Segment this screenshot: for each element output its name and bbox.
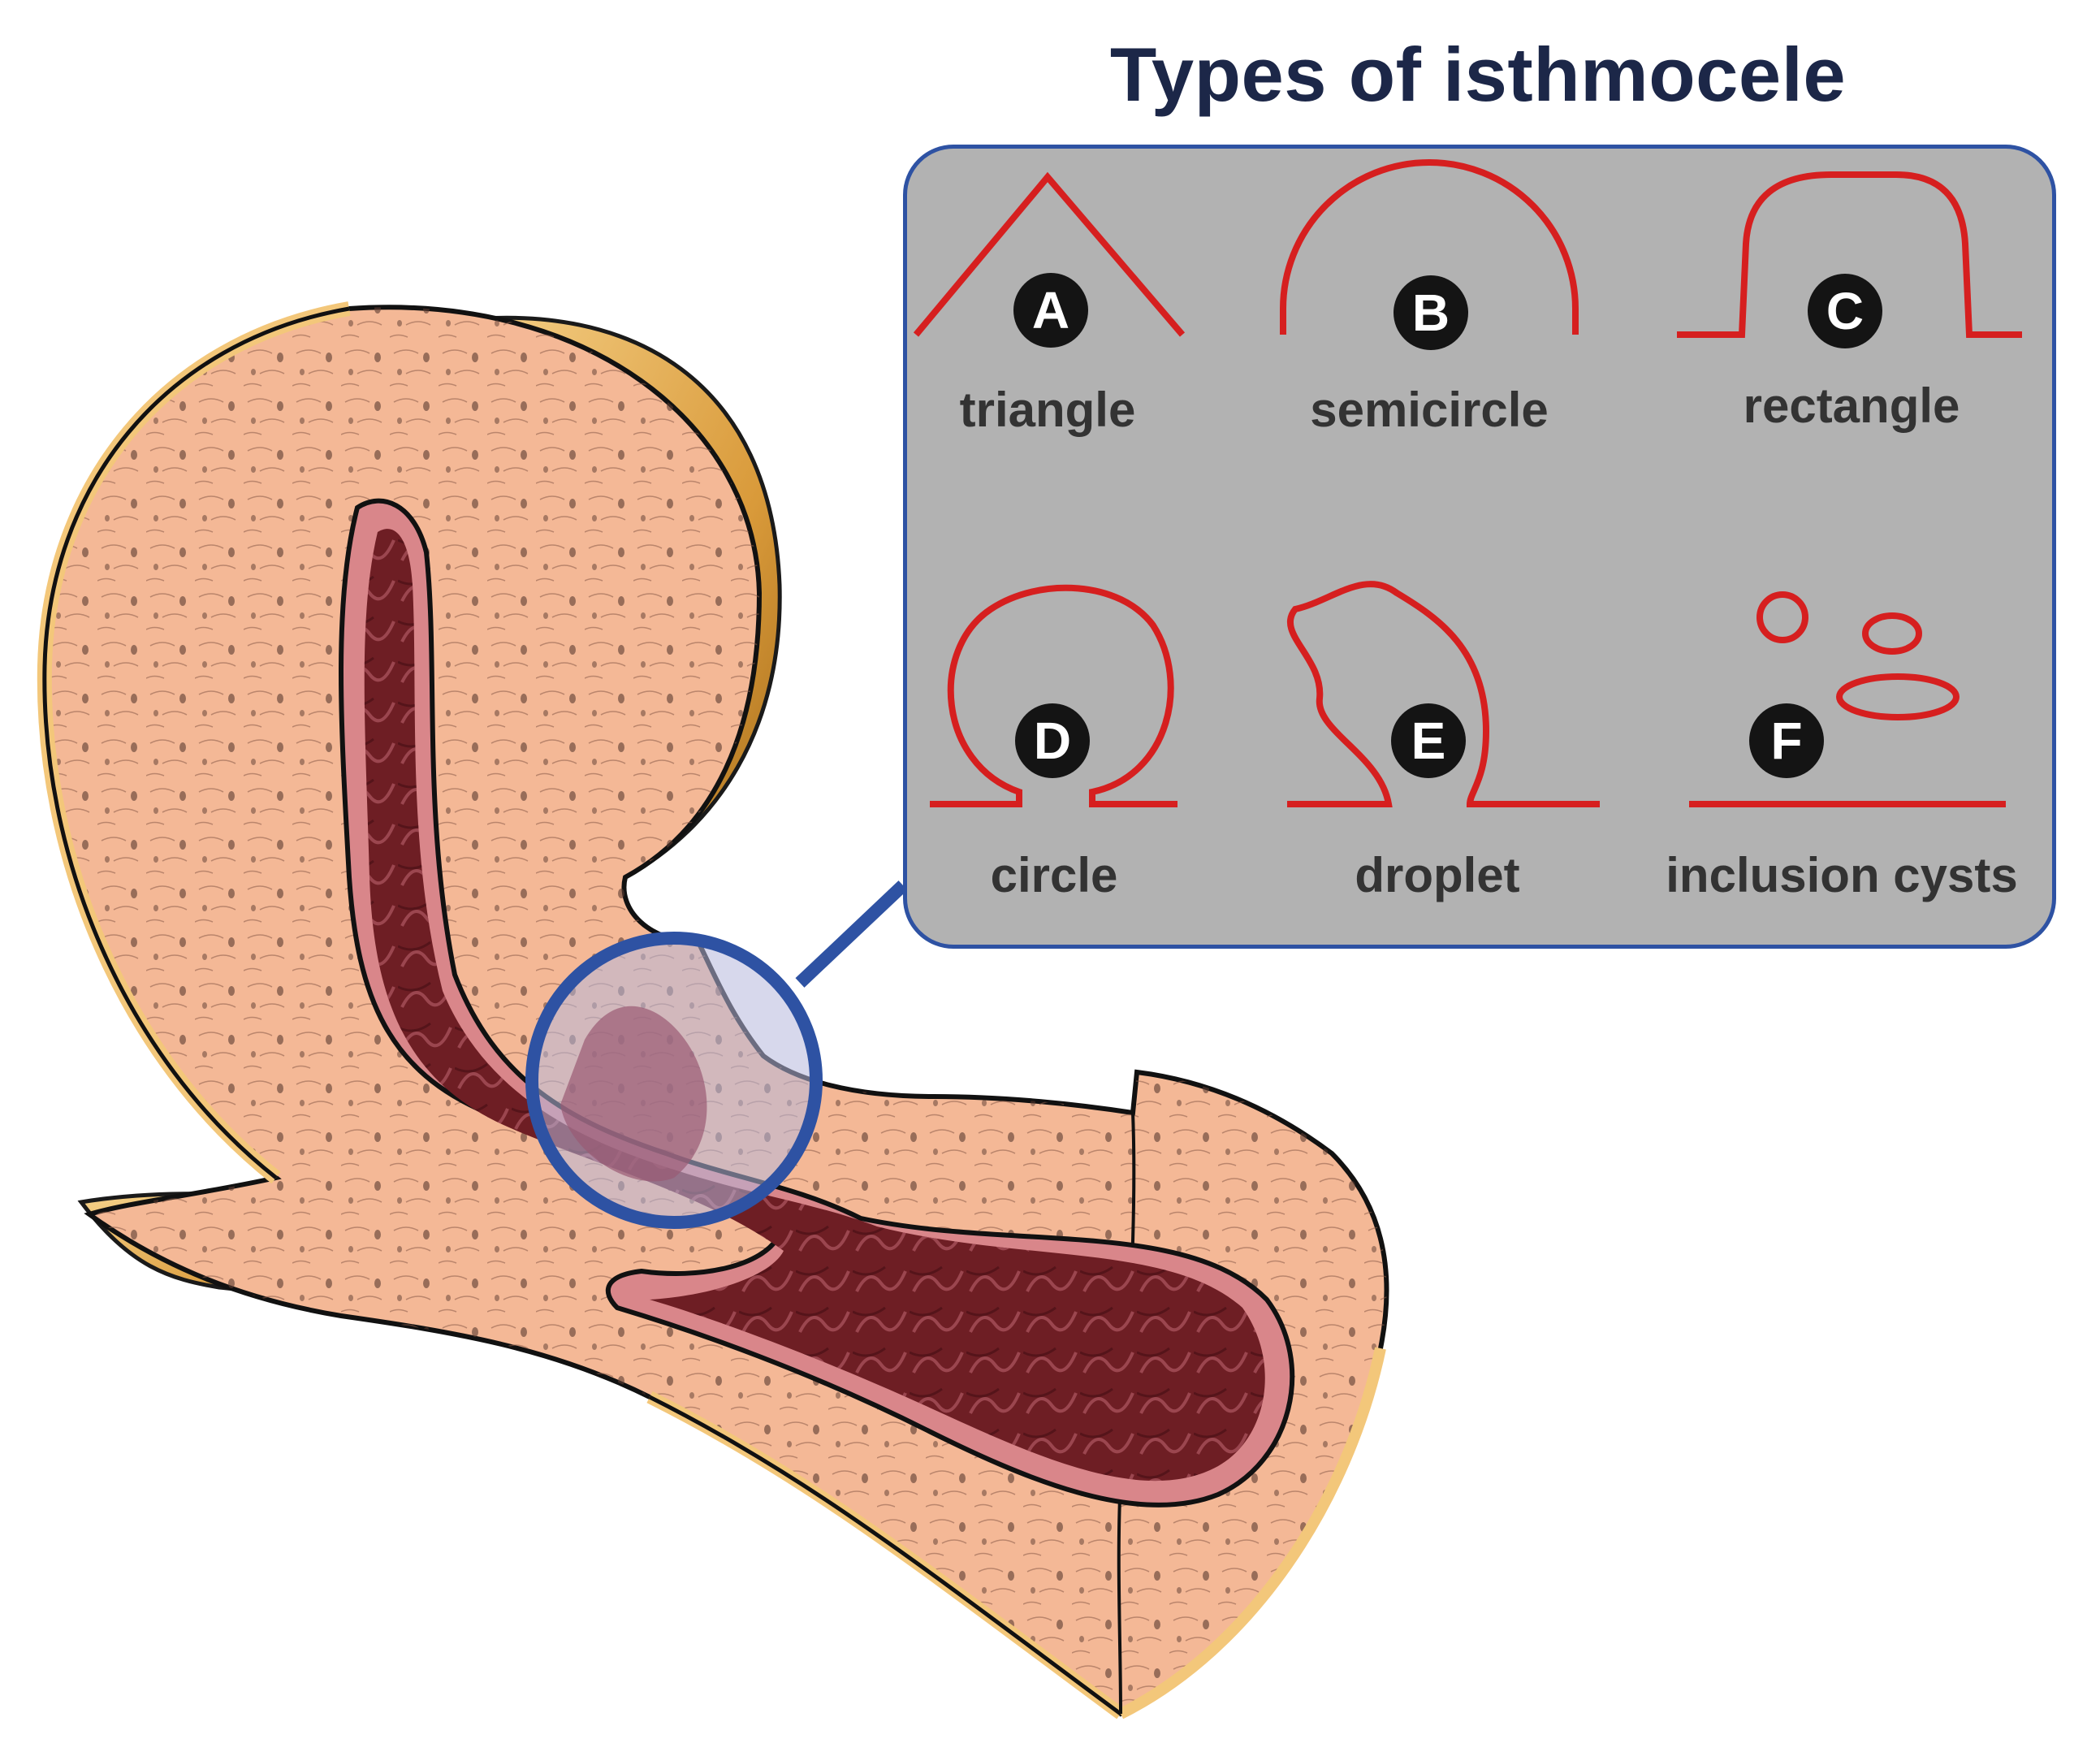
badge-d: D [1015, 703, 1090, 778]
label-inclusion-cysts: inclusion cysts [1666, 848, 2018, 902]
rectangle-shape [1677, 171, 2022, 338]
label-semicircle: semicircle [1310, 383, 1549, 437]
label-droplet: droplet [1355, 848, 1520, 902]
badge-b: B [1394, 275, 1468, 350]
badge-c: C [1808, 274, 1882, 348]
badge-e: E [1391, 703, 1466, 778]
semicircle-shape [1280, 159, 1579, 335]
figure-title: Types of isthmocele [1109, 32, 1847, 117]
label-circle: circle [990, 848, 1118, 902]
badge-f: F [1749, 703, 1824, 778]
callout-connector-line [795, 880, 908, 988]
triangle-shape [913, 171, 1186, 337]
label-rectangle: rectangle [1743, 379, 1960, 433]
droplet-shape [1286, 581, 1600, 807]
circle-shape [930, 584, 1177, 807]
inclusion-cysts-shape [1689, 591, 2006, 807]
label-triangle: triangle [959, 383, 1136, 437]
badge-a: A [1013, 273, 1088, 348]
